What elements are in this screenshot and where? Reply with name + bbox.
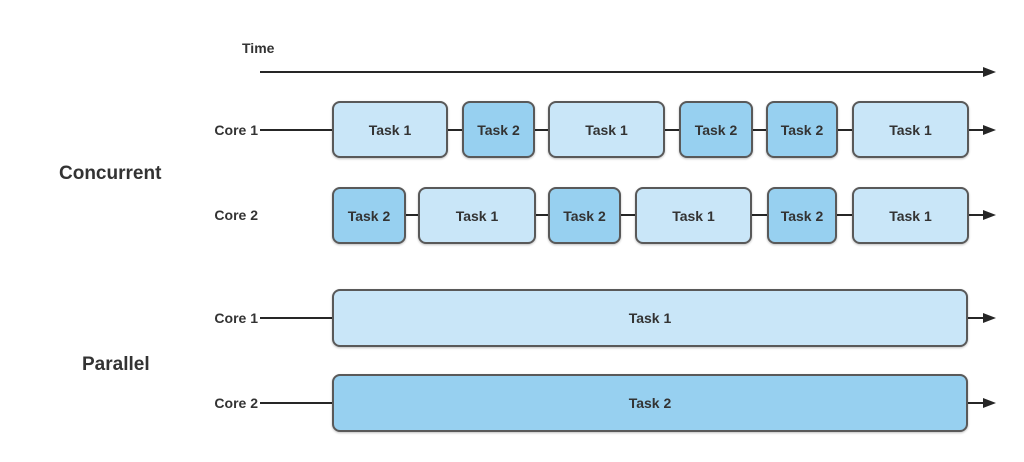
parallel-row-arrowhead-icon bbox=[983, 398, 996, 408]
task-label: Task 2 bbox=[780, 207, 824, 224]
task-label: Task 2 bbox=[563, 207, 606, 224]
task-box: Task 1 bbox=[332, 289, 968, 347]
parallel-core-label: Core 2 bbox=[214, 395, 258, 411]
task-box: Task 1 bbox=[852, 187, 969, 244]
parallel-core-label: Core 1 bbox=[214, 310, 258, 326]
section-label-parallel: Parallel bbox=[82, 354, 150, 375]
task-label: Task 1 bbox=[628, 310, 672, 326]
task-label: Task 2 bbox=[694, 121, 738, 138]
task-box: Task 2 bbox=[462, 101, 535, 158]
task-box: Task 1 bbox=[332, 101, 448, 158]
task-label: Task 1 bbox=[889, 207, 932, 224]
concurrent-core-label: Core 2 bbox=[214, 207, 258, 223]
task-label: Task 2 bbox=[347, 207, 391, 224]
task-box: Task 2 bbox=[332, 374, 968, 432]
task-label: Task 1 bbox=[455, 207, 499, 224]
time-axis-arrowhead-icon bbox=[983, 67, 996, 77]
time-axis-label: Time bbox=[242, 40, 275, 56]
task-label: Task 2 bbox=[477, 121, 520, 138]
task-box: Task 1 bbox=[852, 101, 969, 158]
task-box: Task 2 bbox=[767, 187, 837, 244]
task-label: Task 1 bbox=[672, 207, 715, 224]
task-box: Task 2 bbox=[332, 187, 406, 244]
concurrent-core-label: Core 1 bbox=[214, 122, 258, 138]
concurrent-row-arrowhead-icon bbox=[983, 210, 996, 220]
task-box: Task 2 bbox=[766, 101, 838, 158]
task-label: Task 2 bbox=[780, 121, 824, 138]
task-box: Task 1 bbox=[418, 187, 536, 244]
task-label: Task 1 bbox=[585, 121, 628, 138]
task-label: Task 1 bbox=[368, 121, 412, 138]
task-box: Task 2 bbox=[679, 101, 753, 158]
time-axis-line bbox=[260, 71, 983, 73]
task-box: Task 2 bbox=[548, 187, 621, 244]
task-label: Task 2 bbox=[628, 395, 672, 411]
task-box: Task 1 bbox=[635, 187, 752, 244]
parallel-row-arrowhead-icon bbox=[983, 313, 996, 323]
task-box: Task 1 bbox=[548, 101, 665, 158]
concurrent-row-arrowhead-icon bbox=[983, 125, 996, 135]
section-label-concurrent: Concurrent bbox=[59, 163, 162, 184]
task-label: Task 1 bbox=[889, 121, 932, 138]
